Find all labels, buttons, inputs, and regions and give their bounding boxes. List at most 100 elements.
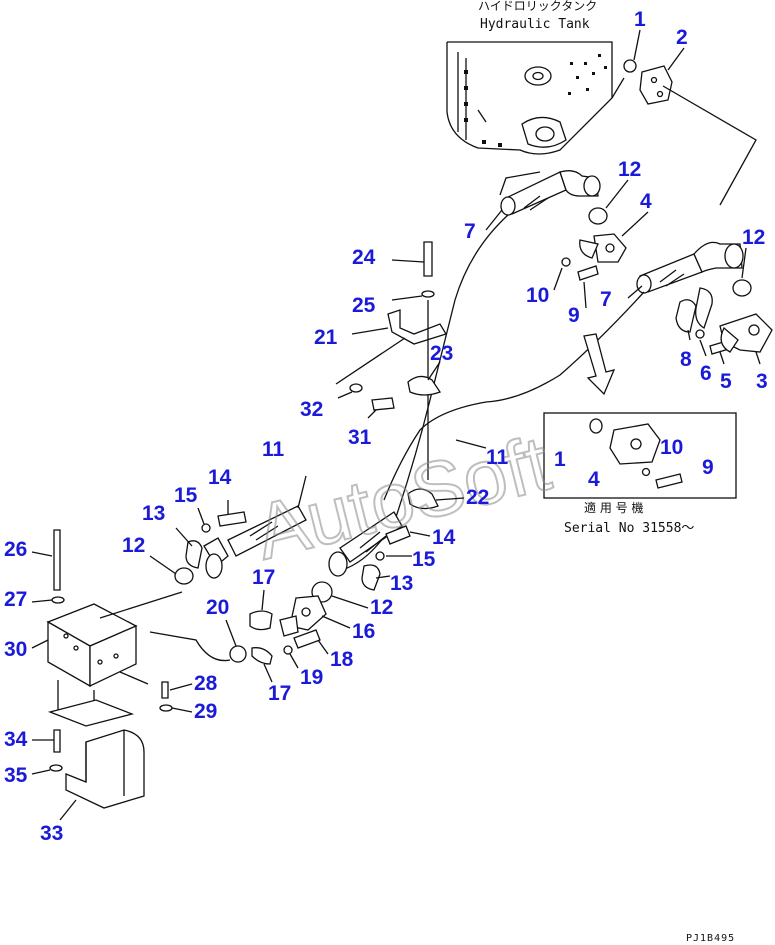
callout-29: 29 — [194, 700, 217, 723]
part-25-washer — [421, 290, 435, 298]
part-6-washer — [695, 329, 705, 339]
part-13-half-flange-left — [185, 540, 203, 569]
callout-7: 7 — [464, 220, 476, 243]
callout-11: 11 — [262, 438, 285, 461]
callout-18: 18 — [330, 648, 354, 671]
callout-27: 27 — [4, 588, 27, 611]
serial-label-jp: 適 用 号 機 — [584, 500, 643, 515]
hose-11-right — [328, 511, 403, 577]
part-22-clamp — [407, 488, 439, 510]
callout-9: 9 — [568, 304, 580, 327]
leader-12-block — [99, 591, 183, 619]
part-2-flange-cover — [639, 65, 673, 105]
callout-30: 30 — [4, 638, 27, 661]
callout-1: 1 — [554, 448, 566, 471]
part-23-clamp — [407, 375, 441, 396]
callout-11: 11 — [486, 446, 509, 469]
callout-33: 33 — [40, 822, 63, 845]
part-1-o-ring — [623, 59, 637, 73]
part-26-bolt — [53, 529, 61, 591]
part-32-washer — [349, 383, 363, 393]
callout-7: 7 — [600, 288, 612, 311]
callout-4: 4 — [588, 468, 600, 491]
callout-12: 12 — [742, 226, 765, 249]
part-34-bolt — [53, 729, 61, 753]
hose-7-lower — [636, 241, 744, 294]
callout-5: 5 — [720, 370, 732, 393]
callout-26: 26 — [4, 538, 27, 561]
part-4-split-flange — [579, 233, 627, 263]
part-12-cap-d — [174, 567, 194, 585]
callout-35: 35 — [4, 764, 28, 787]
callout-12: 12 — [370, 596, 393, 619]
callout-22: 22 — [466, 486, 489, 509]
callout-10: 10 — [526, 284, 549, 307]
callout-20: 20 — [206, 596, 229, 619]
part-27-washer — [51, 596, 65, 604]
callout-17: 17 — [252, 566, 275, 589]
part-16-flange-elbow — [279, 595, 327, 637]
part-29-washer — [159, 704, 173, 712]
part-20-cap — [229, 645, 247, 663]
part-8-split-flange-halves — [675, 287, 713, 333]
callout-14: 14 — [208, 466, 232, 489]
part-12-cap-b — [732, 279, 752, 297]
tank-label-en: Hydraulic Tank — [480, 17, 590, 32]
part-35-washer — [49, 764, 63, 772]
callout-8: 8 — [680, 348, 692, 371]
part-18-bolt — [293, 629, 321, 649]
part-24-bolt — [423, 241, 433, 277]
figure-code: PJ1B495 — [686, 933, 735, 944]
callout-15: 15 — [412, 548, 436, 571]
callout-9: 9 — [702, 456, 714, 479]
part-12-cap-a — [588, 207, 608, 225]
callout-31: 31 — [348, 426, 372, 449]
watermark: AutoSoft — [247, 418, 559, 576]
leader-7a — [499, 171, 541, 196]
leader-32 — [335, 337, 406, 385]
part-31-bolt — [371, 397, 395, 411]
callout-13: 13 — [390, 572, 413, 595]
callout-4: 4 — [640, 190, 652, 213]
part-19-washer — [283, 645, 293, 655]
callout-14: 14 — [432, 526, 456, 549]
part-9-bolt — [577, 265, 599, 281]
leader-20 — [149, 631, 231, 662]
callout-32: 32 — [300, 398, 323, 421]
part-33-bracket — [47, 699, 145, 809]
leader-2 — [662, 85, 757, 206]
part-10-washer — [561, 257, 571, 267]
arrow-to-inset — [583, 333, 616, 396]
callout-3: 3 — [756, 370, 768, 393]
callout-10: 10 — [660, 436, 683, 459]
callout-24: 24 — [352, 246, 376, 269]
part-28-bolt — [161, 681, 169, 699]
serial-label-en: Serial No 31558～ — [564, 521, 694, 536]
callout-34: 34 — [4, 728, 28, 751]
hydraulic-tank — [446, 41, 625, 155]
part-15-washer-left — [201, 523, 211, 533]
callout-15: 15 — [174, 484, 198, 507]
callout-leaders — [31, 29, 761, 821]
callout-2: 2 — [676, 26, 688, 49]
inset-box — [543, 412, 737, 499]
part-3-flange-elbow — [719, 313, 773, 353]
tank-label-jp: ハイドロリックタンク — [478, 0, 597, 13]
callout-12: 12 — [122, 534, 145, 557]
part-17-clamp-upper — [249, 610, 273, 631]
callout-21: 21 — [314, 326, 338, 349]
callout-25: 25 — [352, 294, 376, 317]
hose-7-upper — [500, 170, 601, 216]
part-14-bolt-left — [217, 511, 247, 527]
callout-13: 13 — [142, 502, 165, 525]
callout-16: 16 — [352, 620, 375, 643]
callout-12: 12 — [618, 158, 641, 181]
part-17-clamp-lower — [251, 647, 273, 665]
callout-1: 1 — [634, 8, 646, 31]
callout-17: 17 — [268, 682, 291, 705]
callout-28: 28 — [194, 672, 218, 695]
part-30-valve-block — [46, 603, 138, 688]
part-15-washer-right — [375, 551, 385, 561]
part-14-bolt-right — [385, 525, 411, 545]
